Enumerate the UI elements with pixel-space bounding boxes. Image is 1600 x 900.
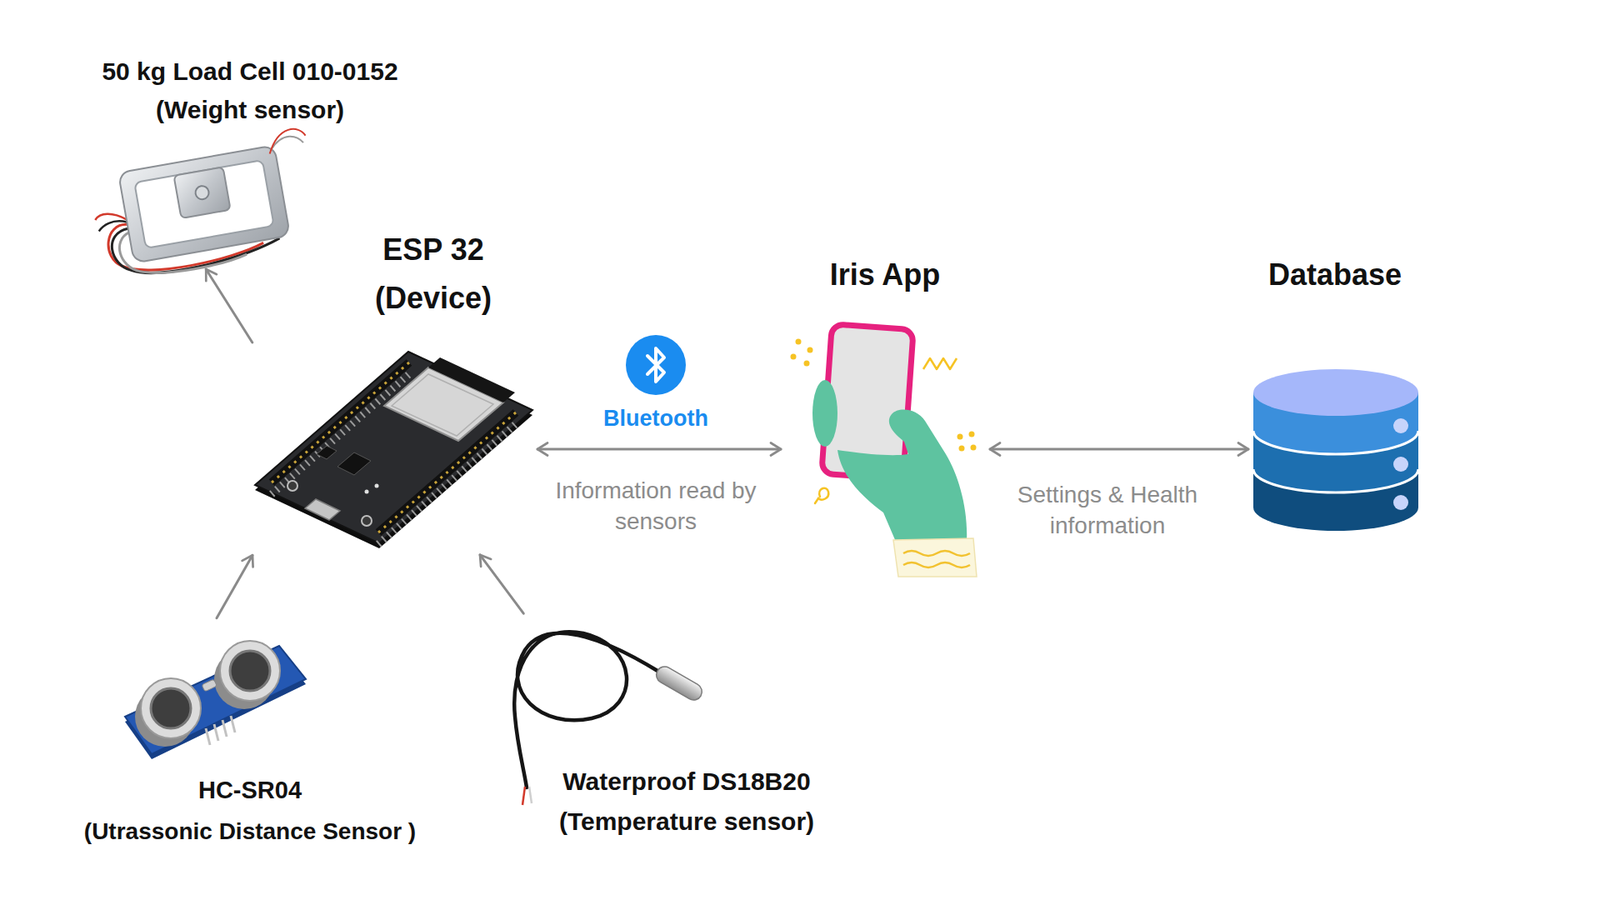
phone-hand-picture-part: [959, 445, 965, 452]
sensor-component: HC-SR04(Utrassonic Distance Sensor ): [122, 622, 306, 765]
phone-hand-picture-part: [837, 410, 967, 542]
phone-hand-picture-part: [970, 445, 977, 451]
phone-hand-picture-part: [923, 358, 957, 370]
database-icon-part: [1393, 495, 1409, 510]
temperature-probe-picture-part: [529, 786, 532, 804]
temperature-probe-picture-part-part: [653, 663, 705, 703]
app-component: Iris App: [785, 324, 985, 577]
esp32-board-picture-part: [305, 499, 340, 520]
component-subtitle: (Weight sensor): [155, 95, 345, 125]
ultrasonic-sensor-picture-part: [140, 678, 201, 739]
sensor-component: Waterproof DS18B20(Temperature sensor): [500, 617, 705, 760]
component-title: ESP 32: [382, 232, 484, 267]
phone-hand-picture: [790, 324, 978, 577]
esp32-board-picture-part: [271, 362, 410, 483]
connector-label: Settings & Health information: [982, 480, 1233, 542]
esp32-board-picture-part: [337, 452, 371, 475]
phone-hand-picture-part: [815, 488, 829, 504]
bluetooth-icon: [625, 335, 686, 395]
component-title: Waterproof DS18B20: [562, 767, 810, 797]
component-subtitle: (Temperature sensor): [559, 807, 815, 837]
component-title: Iris App: [830, 257, 941, 292]
load-cell-picture-part: [265, 126, 308, 154]
connector-label: Information read by sensors: [530, 475, 781, 538]
sensor-component: 50 kg Load Cell 010-0152(Weight sensor): [96, 137, 306, 265]
esp32-board-picture-part: [365, 490, 370, 495]
component-subtitle: (Utrassonic Distance Sensor ): [84, 818, 416, 845]
ultrasonic-sensor-picture-part: [150, 688, 191, 729]
esp32-board-picture-part: [361, 515, 372, 526]
database-icon-part: [1393, 456, 1409, 472]
ultrasonic-sensor-picture-part: [220, 640, 280, 701]
phone-hand-picture-part: [812, 380, 838, 447]
esp32-board-picture-part: [271, 374, 410, 495]
database-icon-part: [1253, 469, 1419, 493]
temperature-probe-picture-part: [514, 631, 658, 788]
esp32-board-picture-part: [287, 480, 298, 491]
connector-arrow: [205, 269, 253, 343]
ultrasonic-sensor-picture: [125, 640, 306, 760]
phone-hand-picture-part: [903, 550, 970, 556]
esp32-board-picture-part: [255, 351, 533, 544]
database-component: Database: [1253, 367, 1419, 533]
ultrasonic-sensor-picture-part: [205, 728, 210, 745]
load-cell-picture-part: [194, 185, 210, 201]
phone-hand-picture-part: [957, 434, 964, 440]
load-cell-picture-part: [174, 166, 231, 219]
bluetooth-icon-part: [625, 335, 686, 395]
database-icon: [1253, 369, 1419, 531]
phone-hand-picture-part: [903, 562, 970, 568]
database-icon-part: [1393, 418, 1409, 434]
temperature-probe-picture-part: [653, 663, 705, 703]
ultrasonic-sensor-picture-part: [214, 724, 219, 741]
database-icon-part: [1253, 430, 1419, 455]
connector-arrow: [537, 447, 781, 450]
phone-hand-picture-part: [807, 347, 814, 354]
bluetooth-icon-part: [647, 348, 665, 382]
ultrasonic-sensor-picture-part: [230, 715, 235, 733]
component-title: 50 kg Load Cell 010-0152: [101, 57, 398, 87]
phone-hand-picture-part: [790, 354, 797, 360]
esp32-board-picture: [255, 351, 533, 549]
phone-hand-picture-part: [795, 339, 802, 345]
connector-arrow: [480, 555, 524, 614]
ultrasonic-sensor-picture-part: [222, 720, 227, 737]
esp32-board-picture-part: [375, 484, 380, 489]
esp32-board-picture-part: [378, 412, 516, 533]
phone-hand-picture-part: [893, 538, 977, 577]
esp32-board-picture-part: [378, 424, 516, 545]
esp32-board-picture-part: [271, 362, 410, 483]
connector-arrow: [216, 555, 253, 619]
ultrasonic-sensor-picture-part: [230, 650, 270, 691]
load-cell-picture-part: [118, 145, 290, 263]
component-title: HC-SR04: [198, 776, 302, 805]
protocol-label: Bluetooth: [603, 405, 709, 432]
component-subtitle: (Device): [375, 280, 492, 315]
load-cell-picture: [85, 126, 325, 285]
load-cell-picture-part: [134, 160, 275, 249]
load-cell-picture-part: [97, 219, 128, 231]
ultrasonic-sensor-picture-part: [201, 679, 217, 692]
device-component: ESP 32(Device): [255, 346, 533, 551]
esp32-board-picture-part: [378, 412, 516, 533]
database-icon-part: [1253, 369, 1419, 416]
esp32-board-picture-part: [428, 357, 515, 403]
esp32-board-picture-part: [316, 445, 337, 460]
temperature-probe-picture-part: [522, 786, 525, 805]
phone-hand-picture-part: [969, 431, 975, 438]
component-title: Database: [1268, 257, 1402, 292]
connector-arrow: [990, 447, 1249, 450]
phone-hand-picture-part: [804, 360, 810, 367]
